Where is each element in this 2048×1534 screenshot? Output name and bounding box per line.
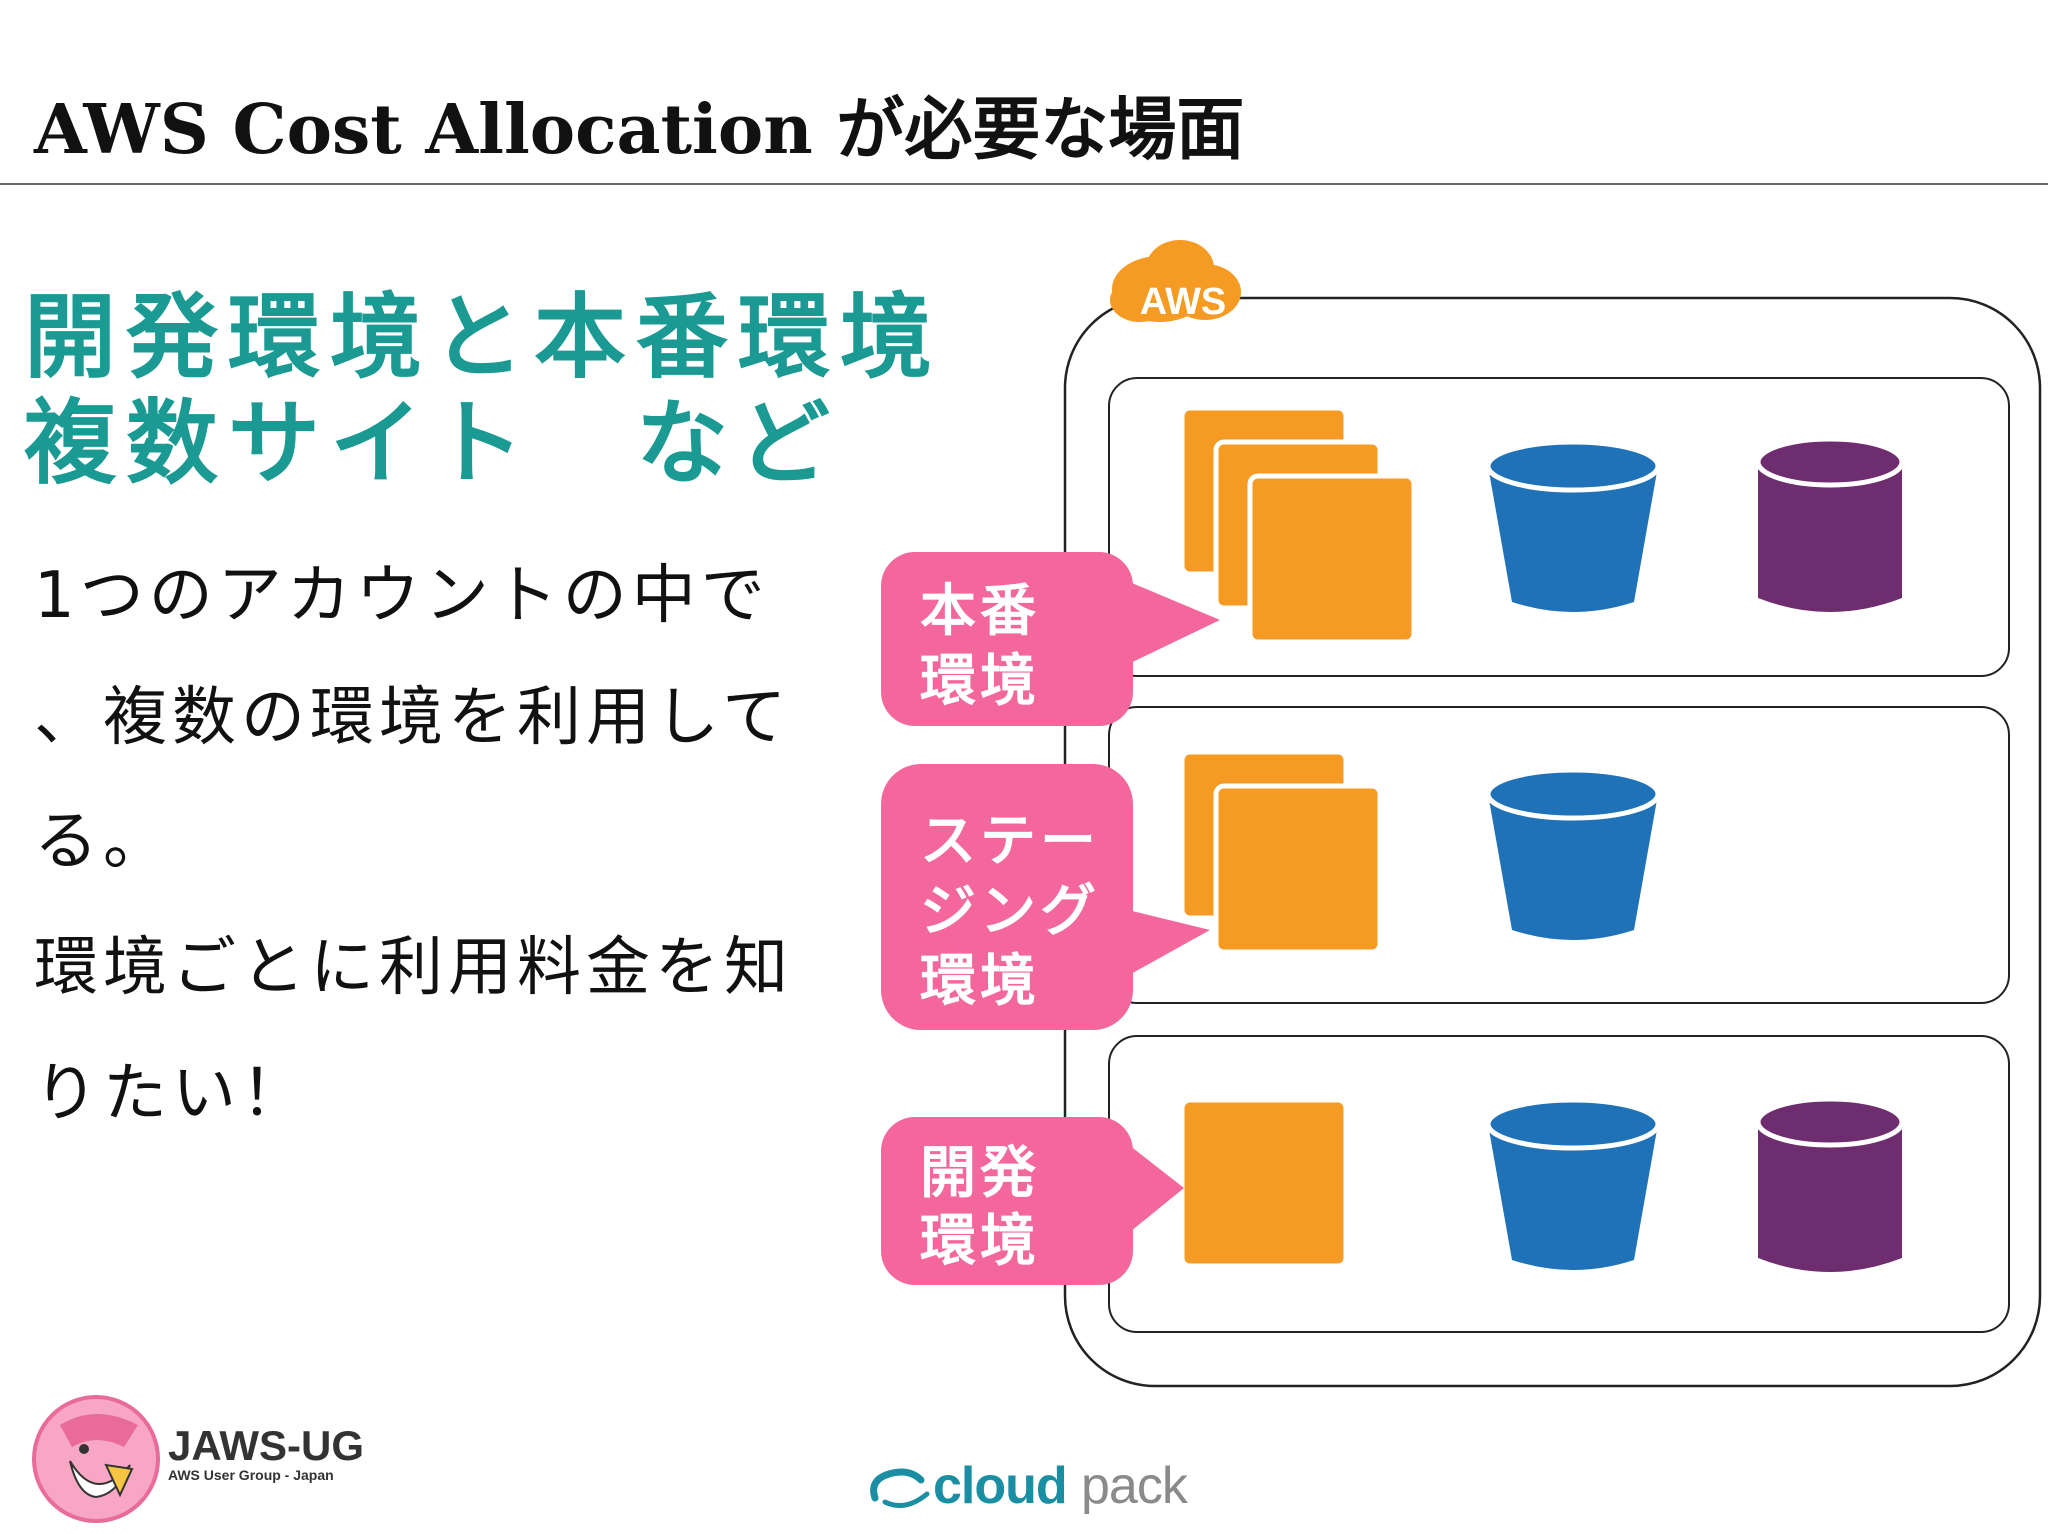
bucket-icon [1485,1097,1661,1270]
jaws-ug-logo [32,1395,160,1523]
bubble-label-production-2: 環境 [920,649,1040,714]
bucket-icon [1485,439,1661,612]
bubble-label-development-1: 開発 [920,1141,1040,1206]
jaws-ug-wordmark: JAWS-UG [168,1422,365,1469]
bubble-label-staging-1: ステー [920,809,1100,874]
body-line-1: 1つのアカウントの中で [34,559,770,633]
database-icon [1755,1096,1905,1272]
cloudpack-swirl-icon [870,1468,930,1509]
bubble-label-staging-2: ジング [920,879,1100,944]
cloudpack-wordmark-bold: cloud [933,1457,1068,1515]
subhead-line-2: 複数サイト など [24,390,841,497]
server-stack-staging [1179,749,1383,955]
body-line-3: る。 [34,805,172,879]
server-stack-production [1179,405,1417,645]
bubble-label-staging-3: 環境 [920,949,1040,1014]
body-line-4: 環境ごとに利用料金を知 [34,931,793,1005]
bucket-icon [1485,767,1661,940]
speech-bubble-staging [881,764,1210,1030]
aws-label: AWS [1140,281,1227,323]
shark-mascot-icon [32,1395,160,1523]
body-line-2: 、複数の環境を利用して [34,681,792,755]
subhead-line-1: 開発環境と本番環境 [24,284,943,391]
slide-title: AWS Cost Allocation が必要な場面 [34,90,1245,170]
speech-bubble-development [881,1117,1184,1285]
cloudpack-wordmark-light: pack [1081,1457,1188,1515]
body-line-5: りたい！ [34,1057,310,1131]
speech-bubble-production [881,552,1220,726]
database-icon [1755,436,1905,612]
aws-cloud-icon: AWS [1110,240,1241,323]
jaws-ug-subtitle: AWS User Group - Japan [168,1467,334,1483]
server-icon [1179,1097,1349,1269]
bubble-label-development-2: 環境 [920,1209,1040,1274]
server-icon [1213,783,1383,955]
server-icon [1247,473,1417,645]
bubble-label-production-1: 本番 [920,579,1040,644]
cloudpack-logo: cloud pack [865,1458,1195,1518]
title-divider [0,183,2048,185]
